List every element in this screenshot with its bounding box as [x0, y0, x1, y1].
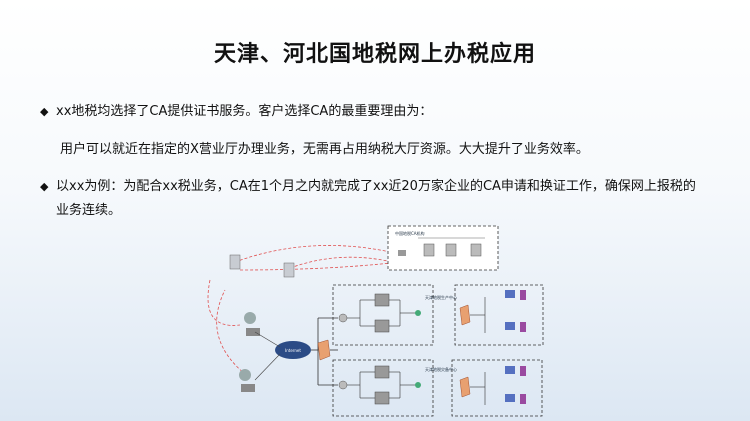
diamond-bullet-icon: ◆ [40, 180, 49, 193]
computer-icon [246, 328, 260, 336]
server-icon [520, 366, 526, 376]
computer-icon [505, 394, 515, 402]
bullet-2: ◆ 以xx为例：为配合xx税业务，CA在1个月之内就完成了xx近20万家企业的CA… [40, 175, 706, 223]
server-icon [374, 293, 390, 307]
router-icon [338, 380, 348, 390]
server-icon [445, 243, 457, 257]
bullet-2-text: 以xx为例：为配合xx税业务，CA在1个月之内就完成了xx近20万家企业的CA申… [56, 179, 696, 218]
server-icon [283, 262, 295, 278]
server-icon [520, 322, 526, 332]
server-icon [520, 394, 526, 404]
computer-icon [505, 366, 515, 374]
computer-icon [241, 384, 255, 392]
computer-icon [505, 290, 515, 298]
switch-icon [415, 310, 421, 316]
production-center-label: 天津地税生产中心 [425, 294, 457, 300]
firewall-icon [459, 304, 471, 326]
bullet-1-text: xx地税均选择了CA提供证书服务。客户选择CA的最重要理由为： [56, 104, 433, 119]
bullet-1: ◆ xx地税均选择了CA提供证书服务。客户选择CA的最重要理由为： [40, 100, 706, 124]
user-icon [239, 369, 251, 381]
internet-cloud: Internet [254, 331, 311, 381]
production-center [332, 284, 434, 346]
right-sites: 天津地税生产中心 天津地税灾备中心 [425, 284, 544, 417]
ca-center-label: 中国地税CA机构 [395, 230, 425, 236]
server-icon [229, 254, 241, 270]
server-icon [374, 391, 390, 405]
sub-point-1: 用户可以就近在指定的X营业厅办理业务，无需再占用纳税大厅资源。大大提升了业务效率… [60, 142, 589, 157]
connection-arcs [207, 245, 401, 379]
firewall-icon [459, 376, 471, 398]
server-icon [470, 243, 482, 257]
slide-title: 天津、河北国地税网上办税应用 [213, 42, 536, 67]
backup-center [332, 359, 434, 417]
switch-icon [415, 382, 421, 388]
diamond-bullet-icon: ◆ [40, 105, 49, 118]
users-left [229, 254, 295, 392]
server-icon [374, 365, 390, 379]
server-icon [520, 290, 526, 300]
backup-center-label: 天津地税灾备中心 [425, 366, 457, 372]
server-icon [374, 319, 390, 333]
server-icon [423, 243, 435, 257]
router-icon [338, 313, 348, 323]
device-icon [398, 250, 406, 256]
user-icon [244, 312, 256, 324]
ca-center-box: 中国地税CA机构 [387, 225, 499, 271]
computer-icon [505, 322, 515, 330]
cloud-label: Internet [285, 348, 301, 353]
main-links [311, 317, 338, 386]
firewall-icon [317, 339, 331, 361]
